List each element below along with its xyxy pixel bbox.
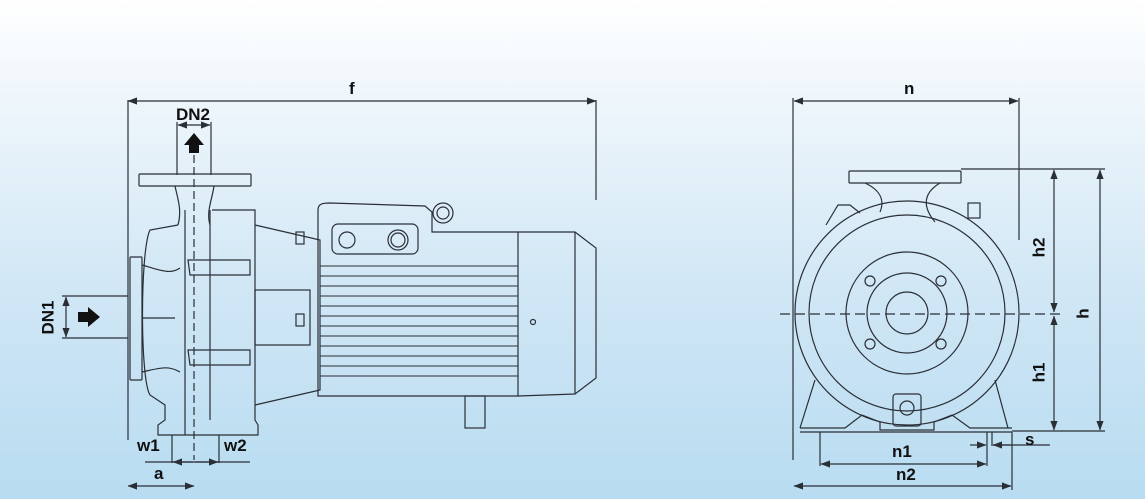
- dimension-label-h2: h2: [1029, 237, 1049, 258]
- dimension-label-f: f: [349, 79, 355, 98]
- dimension-label-n2: n2: [896, 465, 916, 484]
- front-view: [780, 97, 1105, 490]
- dimension-label-h1: h1: [1029, 362, 1049, 383]
- dimension-label-dn2: DN2: [176, 105, 211, 124]
- dimension-label-n: n: [904, 79, 915, 98]
- dimension-label-dn1: DN1: [38, 300, 58, 335]
- dimension-label-n1: n1: [892, 442, 912, 461]
- discharge-arrow-icon: [184, 133, 204, 153]
- suction-arrow-icon: [78, 307, 100, 327]
- side-view: [62, 97, 597, 490]
- dimension-label-s: s: [1025, 430, 1035, 449]
- dimension-label-w1: w1: [137, 436, 160, 455]
- dimension-label-w2: w2: [224, 436, 247, 455]
- dimension-label-h: h: [1073, 308, 1093, 319]
- dimension-label-a: a: [154, 464, 164, 483]
